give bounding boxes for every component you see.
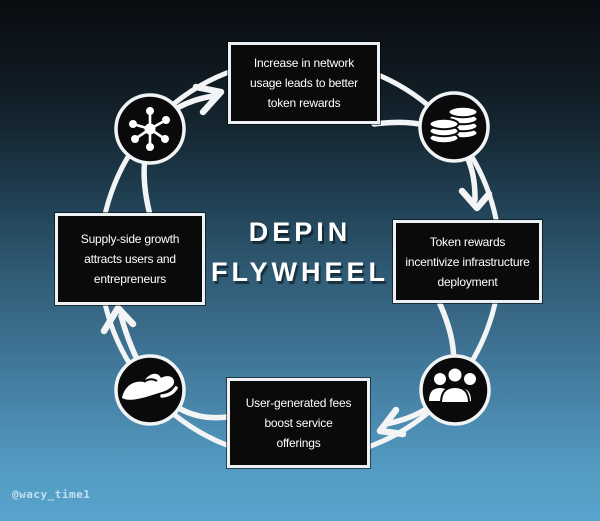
node-right-token-rewards: Token rewards incentivize infrastructure… (393, 220, 542, 303)
arrowhead-bottom-icon (376, 406, 407, 438)
hand-icon (114, 354, 186, 426)
diagram-title: DEPIN FLYWHEEL (182, 212, 418, 292)
arrowhead-right-icon (458, 187, 493, 212)
node-left-supply-growth: Supply-side growth attracts users and en… (55, 213, 205, 305)
node-top-text: Increase in network usage leads to bette… (250, 56, 358, 110)
arrowhead-left-icon (100, 304, 137, 335)
users-icon (419, 354, 491, 426)
node-top-network-usage: Increase in network usage leads to bette… (228, 42, 380, 124)
node-right-text: Token rewards incentivize infrastructure… (405, 234, 530, 289)
coins-icon (418, 91, 490, 163)
node-left-text: Supply-side growth attracts users and en… (80, 232, 180, 286)
node-bottom-text: User-generated fees boost service offeri… (245, 396, 352, 450)
cycle-arrowheads (100, 83, 493, 438)
network-icon (114, 93, 186, 165)
node-bottom-user-fees: User-generated fees boost service offeri… (227, 378, 370, 468)
diagram-title-line2: FLYWHEEL (210, 257, 389, 287)
watermark-credit: @wacy_time1 (12, 488, 91, 501)
arrowhead-top-left-icon (192, 83, 225, 116)
diagram-title-line1: DEPIN (248, 217, 352, 247)
